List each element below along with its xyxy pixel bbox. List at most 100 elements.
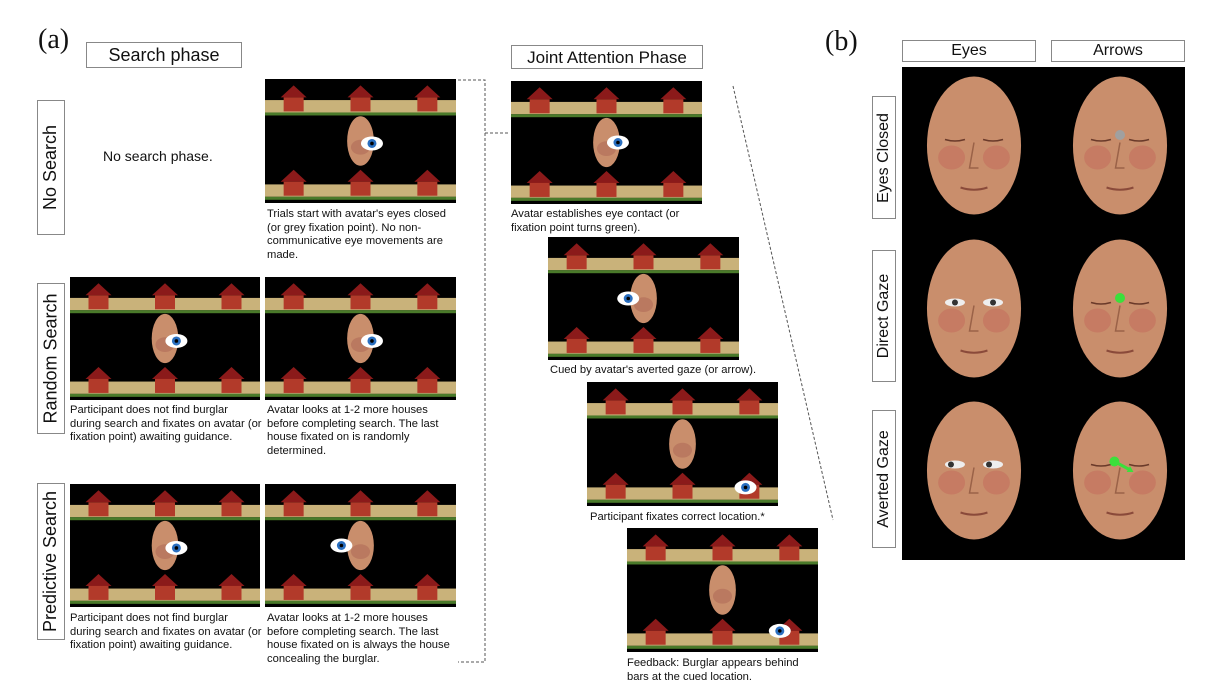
row-label-direct-gaze-text: Direct Gaze <box>875 273 892 359</box>
panel-b-label: (b) <box>825 26 858 57</box>
face-cheek-left <box>938 470 966 495</box>
participant-eye-icon <box>606 135 629 150</box>
row-label-eyes-closed: Eyes Closed <box>872 96 896 219</box>
face-arrows-closed <box>1064 75 1176 225</box>
scene-no-search <box>265 79 456 203</box>
bottom-house-0 <box>526 170 553 197</box>
avatar-face-drawing <box>926 401 1022 540</box>
scene-canvas <box>265 283 456 397</box>
fixation-point-grey <box>1115 130 1125 140</box>
top-house-0 <box>602 388 629 415</box>
scene-joint-1 <box>511 81 702 204</box>
bottom-grass <box>265 393 456 397</box>
bottom-house-1 <box>669 472 696 499</box>
avatar-cheeks <box>350 544 371 560</box>
face-mouth <box>960 511 988 516</box>
face-closed-eye-1 <box>1128 463 1150 467</box>
face-cheek-left <box>938 145 966 170</box>
bottom-house-0 <box>280 573 307 600</box>
face-closed-eye-0 <box>1090 138 1112 142</box>
top-house-2 <box>414 85 441 112</box>
bottom-house-2 <box>697 326 724 353</box>
face-cheek-right <box>1128 470 1156 495</box>
top-grass <box>265 517 456 521</box>
face-iris-1 <box>986 461 993 468</box>
top-grass <box>265 310 456 314</box>
bottom-house-1 <box>630 326 657 353</box>
top-house-0 <box>280 283 307 310</box>
face-nose <box>1114 305 1125 332</box>
top-house-1 <box>347 490 374 517</box>
face-mouth <box>960 186 988 191</box>
joint-attention-phase-title: Joint Attention Phase <box>511 45 703 69</box>
scene-random-right <box>265 277 456 400</box>
top-house-1 <box>152 283 178 310</box>
top-grass <box>70 310 260 314</box>
bottom-grass <box>265 600 456 604</box>
bottom-grass <box>587 499 778 503</box>
face-arrows-direct <box>1064 238 1176 388</box>
top-house-2 <box>218 283 245 310</box>
face-cheek-right <box>1128 308 1156 333</box>
top-house-2 <box>736 388 763 415</box>
participant-eye-icon <box>768 623 791 638</box>
row-label-direct-gaze: Direct Gaze <box>872 250 896 382</box>
scene-canvas <box>265 490 456 604</box>
top-house-0 <box>85 283 112 310</box>
avatar-cheeks <box>633 297 654 313</box>
row-label-averted-gaze: Averted Gaze <box>872 410 896 548</box>
avatar-cheeks <box>712 588 733 604</box>
bottom-house-2 <box>414 169 441 196</box>
bottom-grass <box>70 600 260 604</box>
face-cheek-right <box>982 470 1010 495</box>
top-house-2 <box>776 534 803 561</box>
top-house-1 <box>593 87 620 114</box>
top-house-0 <box>563 243 590 270</box>
caption-predictive-left: Participant does not find burglar during… <box>70 612 262 652</box>
face-cheek-right <box>1128 145 1156 170</box>
top-grass <box>587 415 778 419</box>
top-grass <box>548 270 739 274</box>
scene-canvas <box>548 243 739 357</box>
bottom-house-1 <box>347 366 374 393</box>
bottom-house-0 <box>642 618 669 645</box>
scene-joint-3 <box>587 382 778 506</box>
face-cheek-right <box>982 145 1010 170</box>
scene-predictive-right <box>265 484 456 607</box>
bottom-house-2 <box>218 573 245 600</box>
top-grass <box>265 112 456 116</box>
column-header-eyes: Eyes <box>902 40 1036 62</box>
top-house-1 <box>709 534 736 561</box>
participant-eye-icon <box>617 291 640 306</box>
top-house-2 <box>414 490 441 517</box>
avatar-face-drawing <box>1072 239 1168 378</box>
top-house-0 <box>526 87 553 114</box>
bottom-house-0 <box>280 366 307 393</box>
scene-canvas <box>511 87 702 201</box>
top-house-1 <box>347 283 374 310</box>
participant-eye-icon <box>360 333 383 348</box>
face-iris-1 <box>990 299 997 306</box>
row-label-random-search: Random Search <box>37 283 65 434</box>
caption-joint-3: Participant fixates correct location.* <box>590 511 765 523</box>
bottom-house-2 <box>660 170 687 197</box>
arrow-cue-line <box>1113 460 1132 472</box>
bottom-house-1 <box>709 618 736 645</box>
caption-joint-4: Feedback: Burglar appears behind bars at… <box>627 657 799 683</box>
participant-eye-icon <box>330 538 353 553</box>
face-cheek-left <box>938 308 966 333</box>
top-house-1 <box>347 85 374 112</box>
row-label-no-search: No Search <box>37 100 65 235</box>
top-house-0 <box>280 490 307 517</box>
top-house-1 <box>630 243 657 270</box>
bottom-house-0 <box>602 472 629 499</box>
caption-random-left: Participant does not find burglar during… <box>70 404 262 444</box>
bottom-grass <box>70 393 260 397</box>
bottom-house-0 <box>563 326 590 353</box>
top-house-0 <box>280 85 307 112</box>
bottom-house-2 <box>218 366 245 393</box>
bottom-grass <box>548 353 739 357</box>
face-arrows-averted <box>1064 400 1176 550</box>
no-search-phase-text: No search phase. <box>103 148 213 164</box>
face-eyes-closed <box>918 75 1030 225</box>
